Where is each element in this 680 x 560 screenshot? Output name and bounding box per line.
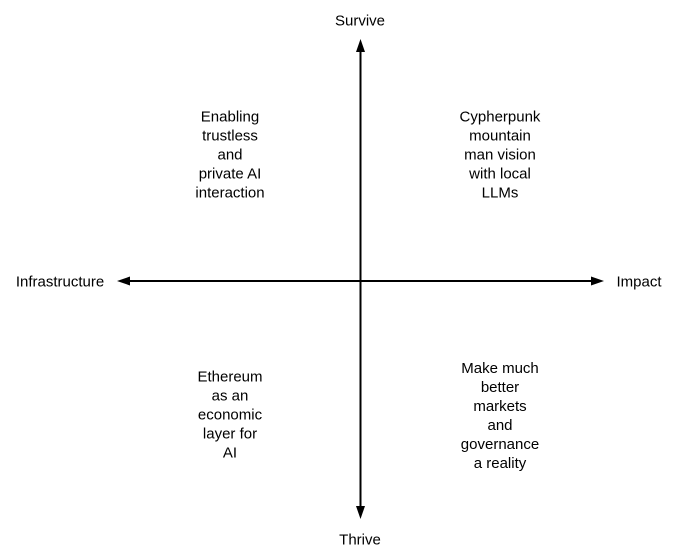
quadrant-text-top-right: Cypherpunk mountain man vision with loca…: [459, 108, 541, 202]
quadrant-text-top-left: Enabling trustless and private AI intera…: [195, 108, 265, 202]
arrowhead-down-icon: [356, 506, 365, 519]
axis-label-impact: Impact: [616, 273, 662, 291]
axis-label-thrive: Thrive: [339, 531, 381, 549]
arrowhead-left-icon: [117, 276, 130, 286]
axis-label-survive: Survive: [334, 12, 386, 30]
arrowhead-up-icon: [356, 39, 365, 52]
arrowhead-right-icon: [591, 276, 604, 286]
quadrant-text-bottom-right: Make much better markets and governance …: [460, 360, 540, 472]
axis-label-infrastructure: Infrastructure: [15, 273, 105, 291]
quadrant-text-bottom-left: Ethereum as an economic layer for AI: [197, 368, 263, 462]
